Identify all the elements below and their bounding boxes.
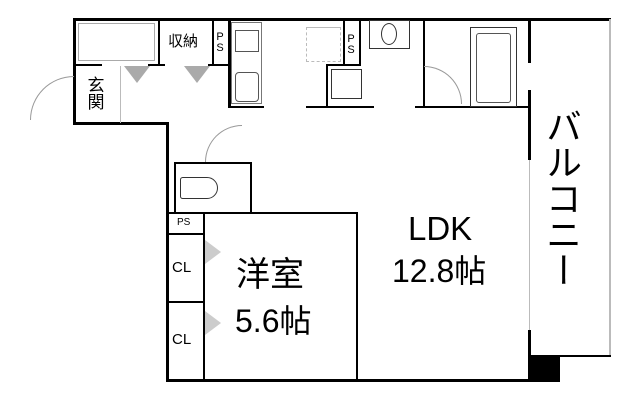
wall-bottom: [166, 379, 560, 382]
kitchen-counter: [231, 22, 262, 104]
shoe-cabinet: [78, 23, 155, 61]
wall-ps-left: [212, 19, 214, 65]
window-ldk-right: [529, 160, 530, 360]
ps-top-left-label: PS: [216, 31, 224, 54]
wall-storage-bottom-mid: [148, 64, 165, 66]
wall-storage-bottom-right: [208, 64, 230, 66]
balcony-bottom-edge: [529, 355, 611, 357]
wall-top: [74, 18, 611, 21]
wall-toilet-top: [174, 162, 252, 164]
fridge-space-box: [306, 27, 341, 62]
storage-door-1[interactable]: [124, 66, 150, 83]
toilet-door-swing[interactable]: [205, 125, 242, 162]
ldk-size: 12.8帖: [392, 253, 487, 289]
closet-2-door[interactable]: [205, 311, 221, 335]
wall-ldk-right-top: [528, 18, 531, 63]
ps-top-right-label: PS: [347, 33, 355, 56]
wall-entrance-left: [73, 18, 76, 124]
ps-bedroom-label: PS: [177, 217, 191, 228]
wall-ps2-left: [343, 19, 345, 65]
wall-kitchen-bottom-2: [306, 106, 374, 108]
wall-bath-left: [423, 19, 425, 108]
wall-bath-bottom: [415, 106, 531, 108]
wall-bedroom-top: [166, 212, 358, 214]
western-room-label: 洋室: [236, 256, 304, 294]
wall-ps2-right: [359, 19, 361, 65]
wall-storage-bottom-left: [74, 64, 102, 66]
wall-toilet-right: [250, 162, 252, 212]
ldk-label: LDK: [408, 210, 473, 247]
entrance-step: [120, 66, 121, 123]
storage-label: 収納: [168, 33, 199, 50]
wall-cl-divider: [166, 301, 205, 303]
wall-ps-right: [228, 19, 231, 108]
balcony-right-edge: [609, 19, 611, 356]
wall-bedroom-right: [356, 212, 358, 380]
bathtub: [470, 27, 517, 107]
wall-entrance-bottom: [73, 122, 168, 125]
wall-ldk-right-mid: [528, 90, 531, 160]
toilet-icon: [180, 177, 218, 199]
sink-icon: [235, 72, 259, 102]
entrance-label: 玄関: [87, 76, 105, 112]
washbasin: [369, 20, 410, 49]
wall-kitchen-bottom: [228, 106, 264, 108]
stove-icon: [235, 30, 259, 52]
closet-1-label: CL: [172, 259, 192, 276]
bath-door-swing[interactable]: [424, 66, 462, 104]
closet-1-door[interactable]: [205, 240, 221, 264]
bathtub-inner: [476, 33, 511, 103]
wall-ps-bedroom-bottom: [166, 233, 205, 235]
wall-ps2-bottom: [326, 64, 361, 66]
wall-toilet-left: [174, 162, 176, 212]
closet-2-label: CL: [172, 331, 192, 348]
washing-machine-pan: [331, 69, 362, 99]
entrance-door-swing[interactable]: [30, 76, 74, 120]
washbasin-bowl: [381, 23, 397, 45]
wall-washer-left: [326, 64, 328, 108]
storage-door-2[interactable]: [184, 66, 210, 83]
wall-cl-right: [203, 212, 205, 380]
western-room-size: 5.6帖: [235, 303, 312, 339]
column-black: [529, 356, 560, 381]
wall-left-lower: [166, 122, 169, 382]
balcony-label: バルコニー: [541, 108, 582, 288]
wall-storage-divider: [158, 19, 160, 65]
